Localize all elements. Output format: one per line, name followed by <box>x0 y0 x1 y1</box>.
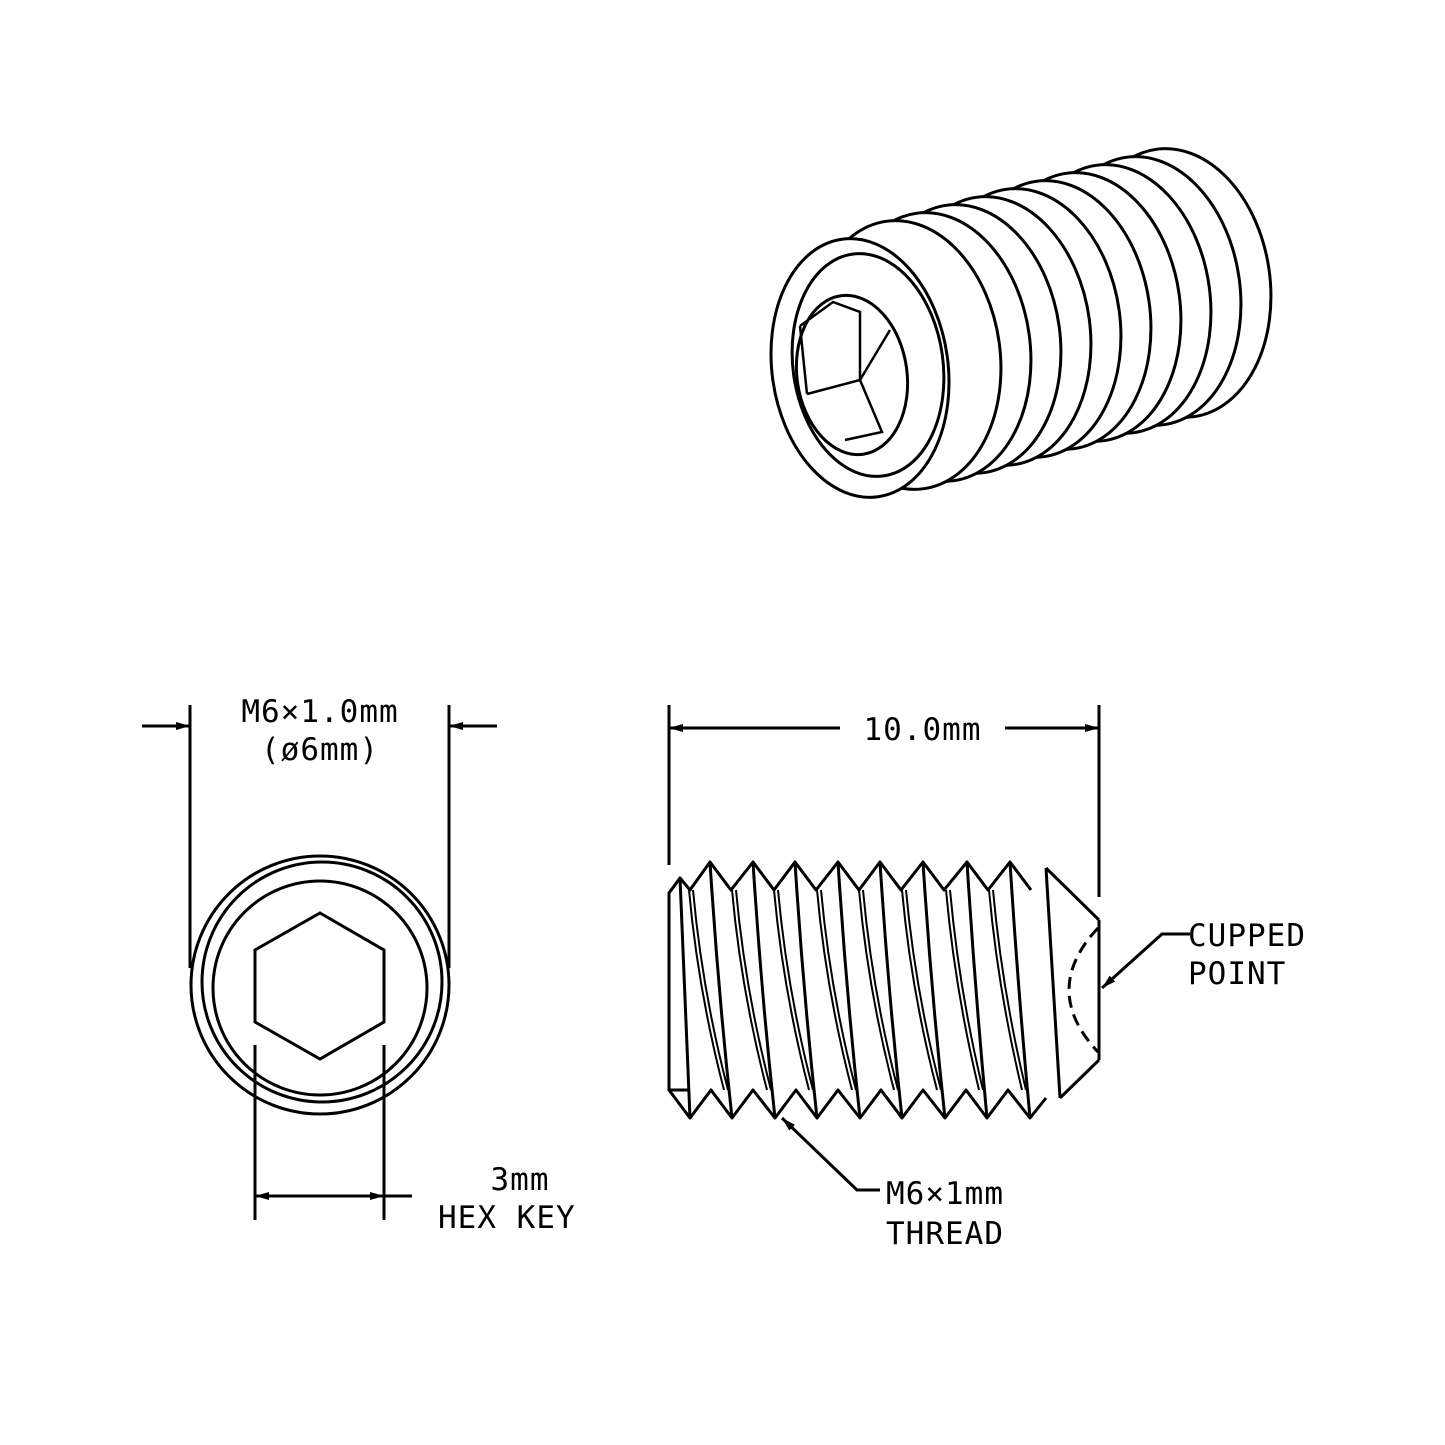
thread-helix-line <box>878 861 904 1119</box>
thread-helix-line <box>793 861 819 1119</box>
thread-helix-line <box>688 889 725 1091</box>
point-chamfer <box>1058 1058 1101 1100</box>
thread-helix-line <box>862 889 899 1091</box>
thread-helix-line <box>735 889 772 1091</box>
point-chamfer <box>1044 866 1101 922</box>
diameter-sub-label: (ø6mm) <box>261 732 379 768</box>
thread-helix-line <box>751 861 777 1119</box>
thread-helix-line <box>988 889 1023 1091</box>
thread-label-2: THREAD <box>886 1216 1004 1252</box>
thread-helix-line <box>731 889 768 1091</box>
thread-helix-line <box>836 861 862 1119</box>
outer-circle <box>189 854 451 1116</box>
length-label: 10.0mm <box>863 712 982 748</box>
socket-opening <box>794 293 910 457</box>
chamfer-circle <box>211 879 429 1097</box>
hex-socket <box>253 911 386 1061</box>
front-view <box>142 705 497 1220</box>
thread-helix-line <box>820 889 857 1091</box>
thread-helix-line <box>816 889 853 1091</box>
thread-root-circle <box>200 860 444 1104</box>
thread-helix-line <box>858 889 895 1091</box>
thread-label-1: M6×1mm <box>886 1176 1004 1212</box>
side-view <box>667 705 1190 1192</box>
thread-helix-line <box>773 889 810 1091</box>
cupped-point-leader <box>1100 932 1190 990</box>
thread-helix-line <box>678 877 692 1119</box>
thread-helix-line <box>949 889 984 1091</box>
thread-leader <box>780 1116 880 1192</box>
cupped-point-label-1: CUPPED <box>1188 918 1306 954</box>
thread-helix-line <box>692 889 729 1091</box>
hex-socket-iso <box>798 300 892 442</box>
diameter-label: M6×1.0mm <box>241 694 399 730</box>
thread-helix-line <box>905 889 942 1091</box>
thread-helix-line <box>921 861 947 1119</box>
isometric-view <box>769 147 1273 499</box>
thread-helix-line <box>1008 861 1032 1119</box>
thread-helix-line <box>777 889 814 1091</box>
hex-key-label: HEX KEY <box>438 1200 576 1236</box>
thread-helix-line <box>901 889 938 1091</box>
thread-top-profile <box>667 860 1033 1092</box>
cupped-point-label-2: POINT <box>1188 956 1287 992</box>
thread-helix-line <box>965 861 989 1119</box>
hex-key-size-label: 3mm <box>490 1162 550 1198</box>
point-edge <box>1044 867 1062 1099</box>
thread-helix-line <box>945 889 980 1091</box>
thread-helix-line <box>992 889 1027 1091</box>
cupped-point-arc <box>1067 926 1100 1054</box>
thread-helix-line <box>708 861 734 1119</box>
